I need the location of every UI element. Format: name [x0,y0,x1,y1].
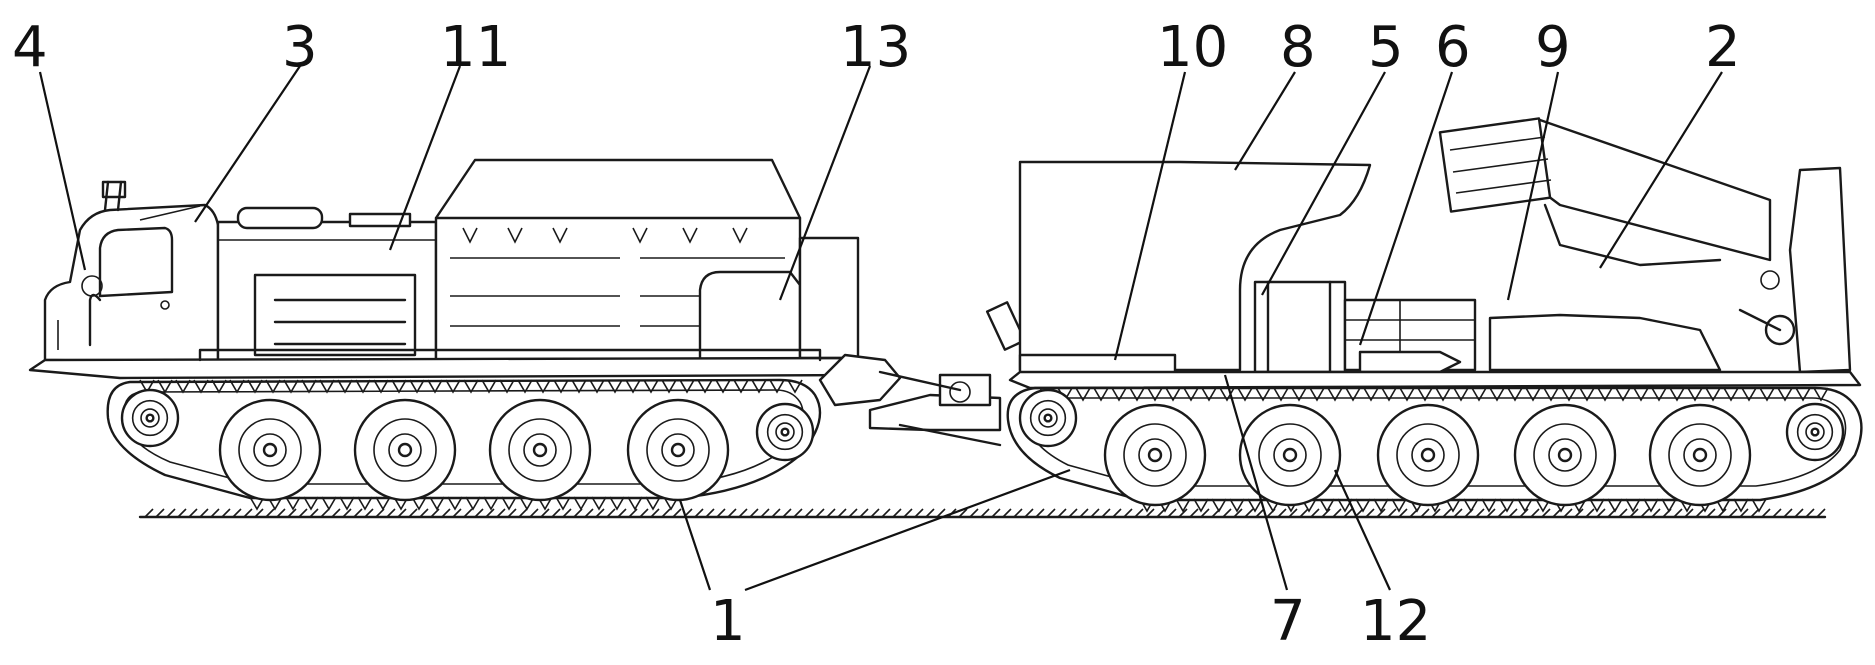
front-road-wheel [353,398,457,502]
engine-compartment [216,206,438,364]
rear-unit [1006,117,1863,513]
coupling [818,301,1027,447]
callout-2: 2 [1705,15,1741,80]
road-wheels [120,388,1845,507]
callout-11: 11 [440,15,511,80]
rear-road-wheel [1103,403,1207,507]
front-road-wheel [218,398,322,502]
rear-hull [1008,370,1862,390]
callout-4: 4 [12,15,48,80]
launcher [1438,117,1852,374]
rear-track [1006,386,1863,513]
rear-road-wheel [1376,403,1480,507]
callout-1: 1 [710,589,746,654]
cab [43,180,220,364]
callout-9: 9 [1535,15,1571,80]
front-road-wheel [488,398,592,502]
callout-12: 12 [1360,589,1431,654]
front-unit [28,158,872,511]
callout-6: 6 [1435,15,1471,80]
front-road-wheel [626,398,730,502]
callout-10: 10 [1157,15,1228,80]
rear-idler-wheel [1018,388,1078,448]
ground [138,508,1827,519]
front-drive-sprocket [120,388,180,448]
front-track [106,378,822,511]
equipment-5-6 [1253,280,1477,374]
rear-road-wheel [1238,403,1342,507]
callouts: 4 3 11 13 10 8 5 6 9 2 1 7 12 [12,15,1741,654]
callout-5: 5 [1368,15,1404,80]
front-idler-wheel [755,402,815,462]
container-8 [1018,160,1372,372]
rear-road-wheel [1648,403,1752,507]
rear-drive-sprocket [1785,402,1845,462]
leader-lines [38,65,1723,592]
callout-13: 13 [840,15,911,80]
callout-8: 8 [1280,15,1316,80]
callout-3: 3 [282,15,318,80]
rear-road-wheel [1513,403,1617,507]
callout-7: 7 [1270,589,1306,654]
